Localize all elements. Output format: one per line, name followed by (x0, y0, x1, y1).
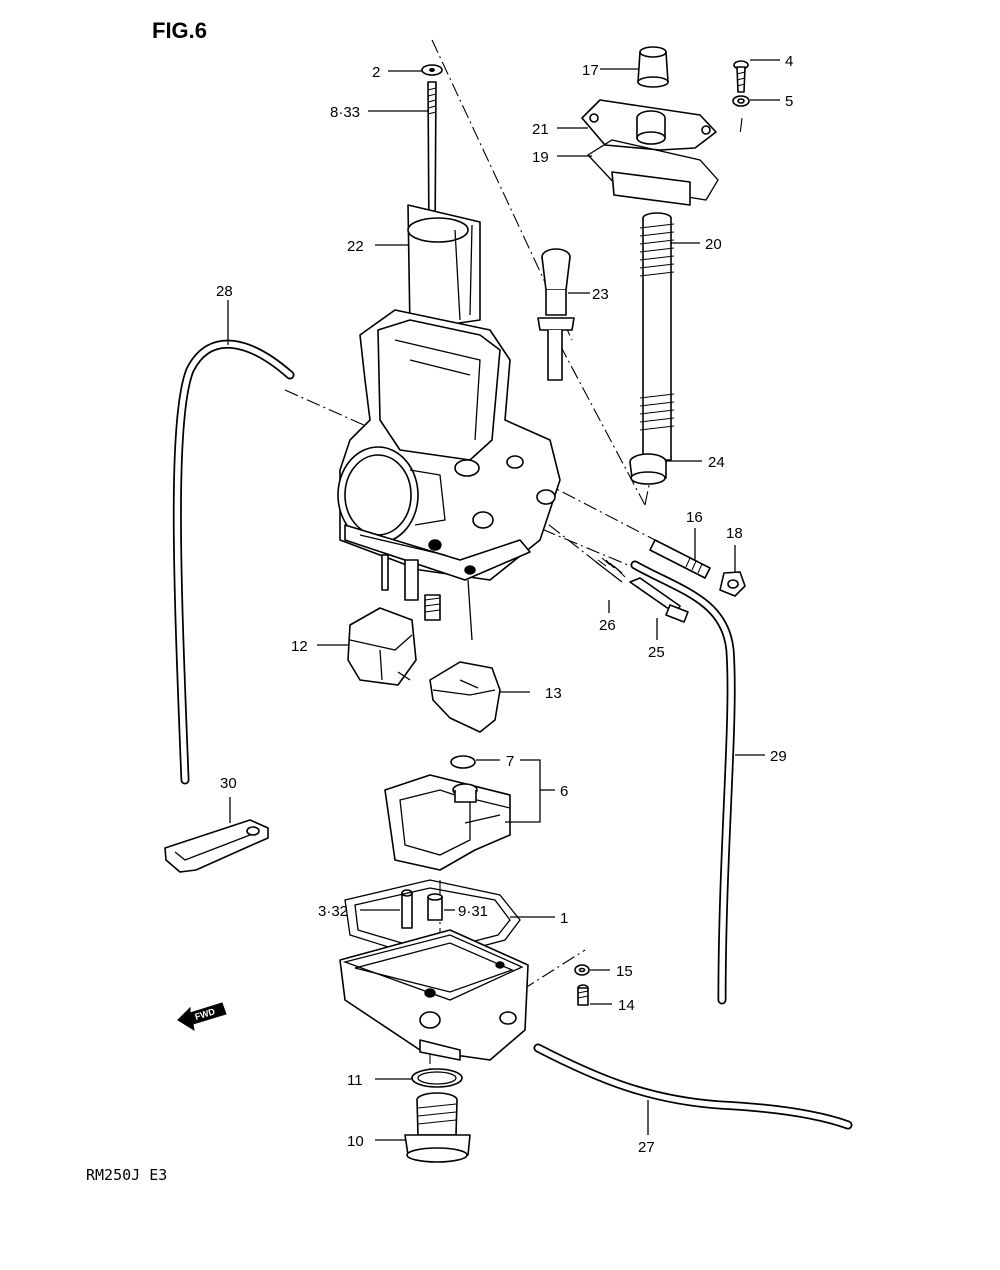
cap-12 (347, 607, 417, 686)
jet-3-32 (401, 889, 413, 929)
gasket-19 (586, 139, 719, 206)
top-cover-21 (581, 99, 717, 151)
callout-21: 21 (532, 121, 549, 138)
callout-30: 30 (220, 775, 237, 792)
callout-19: 19 (532, 149, 549, 166)
screw-4 (733, 60, 749, 93)
callout-4: 4 (785, 53, 793, 70)
callout-2: 2 (372, 64, 380, 81)
e-clip-2 (421, 64, 443, 76)
carburetor-body (337, 309, 561, 641)
callout-13: 13 (545, 685, 562, 702)
starter-plunger-23 (537, 248, 575, 381)
callout-3-32: 3·32 (318, 903, 348, 920)
plug-10 (404, 1092, 471, 1163)
washer-15 (574, 964, 590, 976)
callout-22: 22 (347, 238, 364, 255)
callout-9-31: 9·31 (458, 903, 488, 920)
callout-7: 7 (506, 753, 514, 770)
spring-20 (639, 212, 675, 461)
screw-25 (629, 577, 689, 623)
callout-6: 6 (560, 783, 568, 800)
o-ring-7 (450, 755, 476, 769)
float-6 (384, 774, 511, 871)
callout-23: 23 (592, 286, 609, 303)
callout-8-33: 8·33 (330, 104, 360, 121)
callout-labels: 2 8·33 17 4 5 21 19 20 22 23 24 28 16 18… (216, 53, 793, 1156)
float-chamber (339, 929, 529, 1061)
callout-24: 24 (708, 454, 725, 471)
callout-16: 16 (686, 509, 703, 526)
callout-20: 20 (705, 236, 722, 253)
leader-lines (227, 59, 780, 1141)
jet-9-31 (427, 893, 443, 921)
cap-13 (429, 661, 501, 733)
gasket-1 (344, 879, 521, 961)
callout-28: 28 (216, 283, 233, 300)
fwd-arrow-icon: FWD (177, 1002, 227, 1032)
callout-25: 25 (648, 644, 665, 661)
callout-27: 27 (638, 1139, 655, 1156)
clip-24 (629, 453, 667, 485)
callout-17: 17 (582, 62, 599, 79)
clamp-30 (164, 819, 269, 873)
callout-14: 14 (618, 997, 635, 1014)
o-ring-11 (411, 1068, 463, 1088)
callout-10: 10 (347, 1133, 364, 1150)
spring-26 (595, 557, 626, 583)
washer-5 (732, 95, 750, 107)
callout-18: 18 (726, 525, 743, 542)
model-code: RM250J E3 (86, 1166, 167, 1184)
throttle-valve-22 (407, 204, 481, 331)
callout-26: 26 (599, 617, 616, 634)
callout-29: 29 (770, 748, 787, 765)
screw-16 (649, 539, 711, 579)
hose-27 (533, 1043, 853, 1130)
nut-18 (719, 571, 746, 597)
callout-5: 5 (785, 93, 793, 110)
hose-28 (172, 339, 295, 785)
callout-12: 12 (291, 638, 308, 655)
callout-15: 15 (616, 963, 633, 980)
callout-11: 11 (347, 1072, 363, 1089)
cap-17 (637, 46, 669, 88)
hose-29 (630, 560, 736, 1005)
screw-14 (577, 984, 589, 1006)
callout-1: 1 (560, 910, 568, 927)
figure-title: FIG.6 (152, 18, 207, 43)
